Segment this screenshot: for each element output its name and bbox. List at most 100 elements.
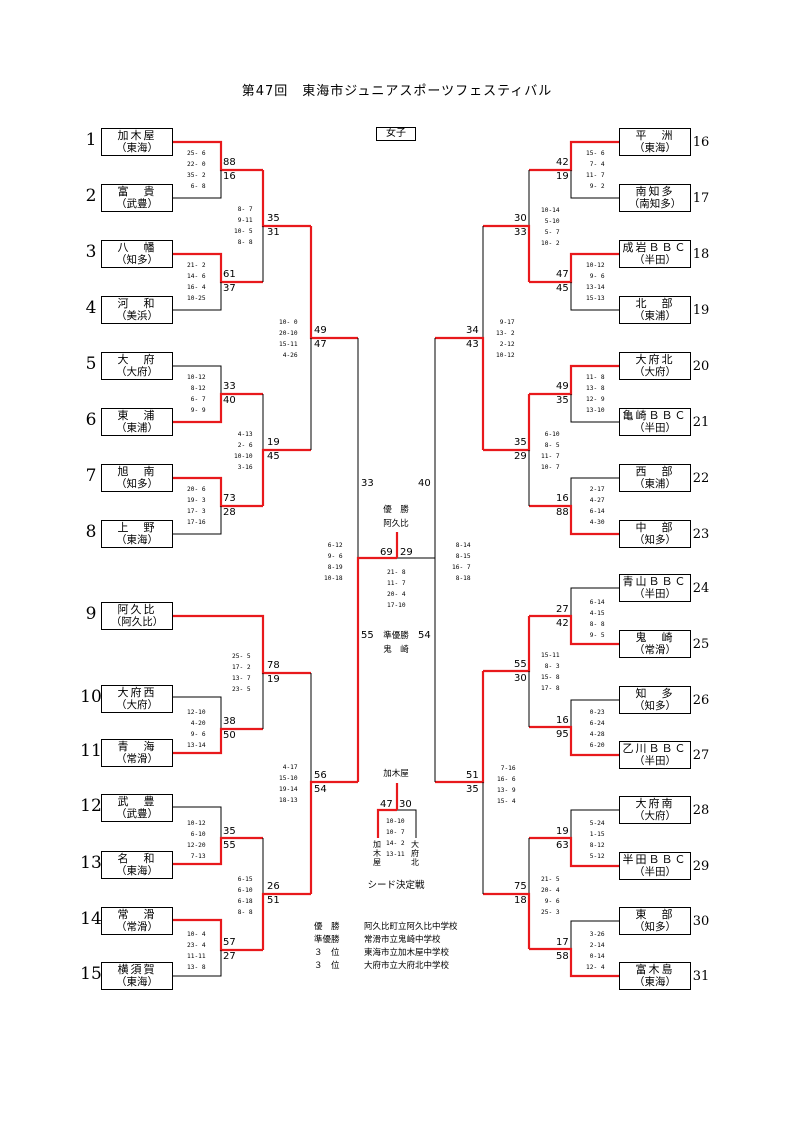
team-box: 阿久比（阿久比） [101,602,173,630]
team-box: 常 滑（常滑） [101,907,173,935]
team-region: （東海） [116,142,158,154]
winning-path-line [529,947,619,978]
team-region: （知多） [116,254,158,266]
seed-number: 4 [85,298,97,318]
team-region: （半田） [634,588,676,600]
team-region: （半田） [634,866,676,878]
match-score: 33 [223,381,236,392]
winning-path-line [173,614,311,675]
winning-path-line [529,364,619,396]
team-name: 知 多 [635,687,675,700]
match-score: 75 [514,881,527,892]
match-score: 16 [556,715,569,726]
match-score: 63 [556,840,569,851]
set-scores: 9-17 13- 2 2-12 10-12 [496,319,515,359]
team-region: （常滑） [634,644,676,656]
match-score: 35 [223,826,236,837]
match-score: 19 [267,674,280,685]
team-name: 西 部 [635,465,675,478]
team-box: 富 貴（武豊） [101,184,173,212]
result-row: 優 勝阿久比町立阿久比中学校 [314,921,458,934]
team-box: 乙川ＢＢＣ（半田） [619,741,691,769]
winning-path-line [261,448,311,506]
team-name: 加木屋 [117,129,157,142]
match-score: 42 [556,618,569,629]
winning-path-line [483,892,531,949]
team-region: （半田） [634,422,676,434]
match-score: 95 [556,729,569,740]
runner-up-team: 鬼 崎 [383,645,409,655]
team-region: （南知多） [628,198,682,210]
seed-number: 30 [692,914,710,929]
team-region: （武豊） [116,808,158,820]
set-scores: 21- 2 14- 6 16- 4 10-25 [187,262,206,302]
bracket-line [173,806,222,838]
set-scores: 25- 6 22- 0 35- 2 6- 8 [187,150,206,190]
team-name: 横須賀 [117,963,157,976]
match-score: 16 [556,493,569,504]
team-box: 北 部（東浦） [619,296,691,324]
team-region: （大府） [116,366,158,378]
match-score: 40 [223,395,236,406]
team-name: 武 豊 [117,795,157,808]
result-school: 大府市立大府北中学校 [364,961,450,971]
set-scores: 10- 4 23- 4 11-11 13- 8 [187,931,206,971]
match-score: 30 [514,673,527,684]
set-scores: 10-12 6-10 12-20 7-13 [187,820,206,860]
team-box: 八 幡（知多） [101,240,173,268]
match-score: 30 [514,213,527,224]
set-scores: 8- 7 9-11 10- 5 8- 8 [234,206,253,246]
match-score: 55 [223,840,236,851]
final-set-scores: 21- 8 11- 7 20- 4 17-10 [387,569,406,609]
team-name: 大府南 [635,797,675,810]
match-score: 73 [223,493,236,504]
match-score: 51 [267,895,280,906]
seed-number: 12 [80,796,102,816]
seed-number: 31 [692,969,710,984]
match-score: 57 [223,937,236,948]
team-name: 北 部 [635,297,675,310]
result-school: 常滑市立鬼崎中学校 [364,935,441,945]
team-name: 大府西 [117,686,157,699]
team-box: 上 野（東海） [101,520,173,548]
match-score: 43 [466,339,479,350]
team-region: （東海） [634,142,676,154]
seed-number: 18 [692,247,710,262]
team-name: 乙川ＢＢＣ [622,742,688,755]
seed-number: 19 [692,303,710,318]
match-score: 33 [514,227,527,238]
match-score: 28 [223,507,236,518]
bracket-line [570,587,619,616]
team-box: 鬼 崎（常滑） [619,630,691,658]
match-score: 49 [314,325,327,336]
match-score: 37 [223,283,236,294]
winning-path-line [529,252,619,284]
match-score: 26 [267,881,280,892]
bracket-line [173,696,222,729]
bracket-line [570,477,619,506]
bracket-line [570,809,619,838]
seed-number: 7 [85,466,97,486]
winning-path-line [261,892,311,950]
winning-path-line [529,836,619,868]
team-name: 大府北 [635,353,675,366]
seed-number: 25 [692,637,710,652]
match-score: 56 [314,770,327,781]
results-list: 優 勝阿久比町立阿久比中学校 準優勝常滑市立鬼崎中学校 ３ 位東海市立加木屋中学… [314,921,458,973]
team-region: （半田） [634,755,676,767]
set-scores: 15- 6 7- 4 11- 7 9- 2 [586,150,605,190]
set-scores: 4-13 2- 6 10-10 3-16 [234,431,253,471]
seed-number: 5 [85,354,97,374]
team-region: （大府） [634,810,676,822]
seed-number: 24 [692,581,710,596]
team-name: 東 浦 [117,409,157,422]
set-scores: 2-17 4-27 6-14 4-30 [589,486,605,526]
seed-number: 26 [692,693,710,708]
match-score: 42 [556,157,569,168]
team-name: 東 部 [635,908,675,921]
team-region: （常滑） [116,753,158,765]
match-score: 34 [466,325,479,336]
team-name: 河 和 [117,297,157,310]
set-scores: 7-16 16- 6 13- 9 15- 4 [497,765,516,805]
bracket-line [570,920,619,949]
